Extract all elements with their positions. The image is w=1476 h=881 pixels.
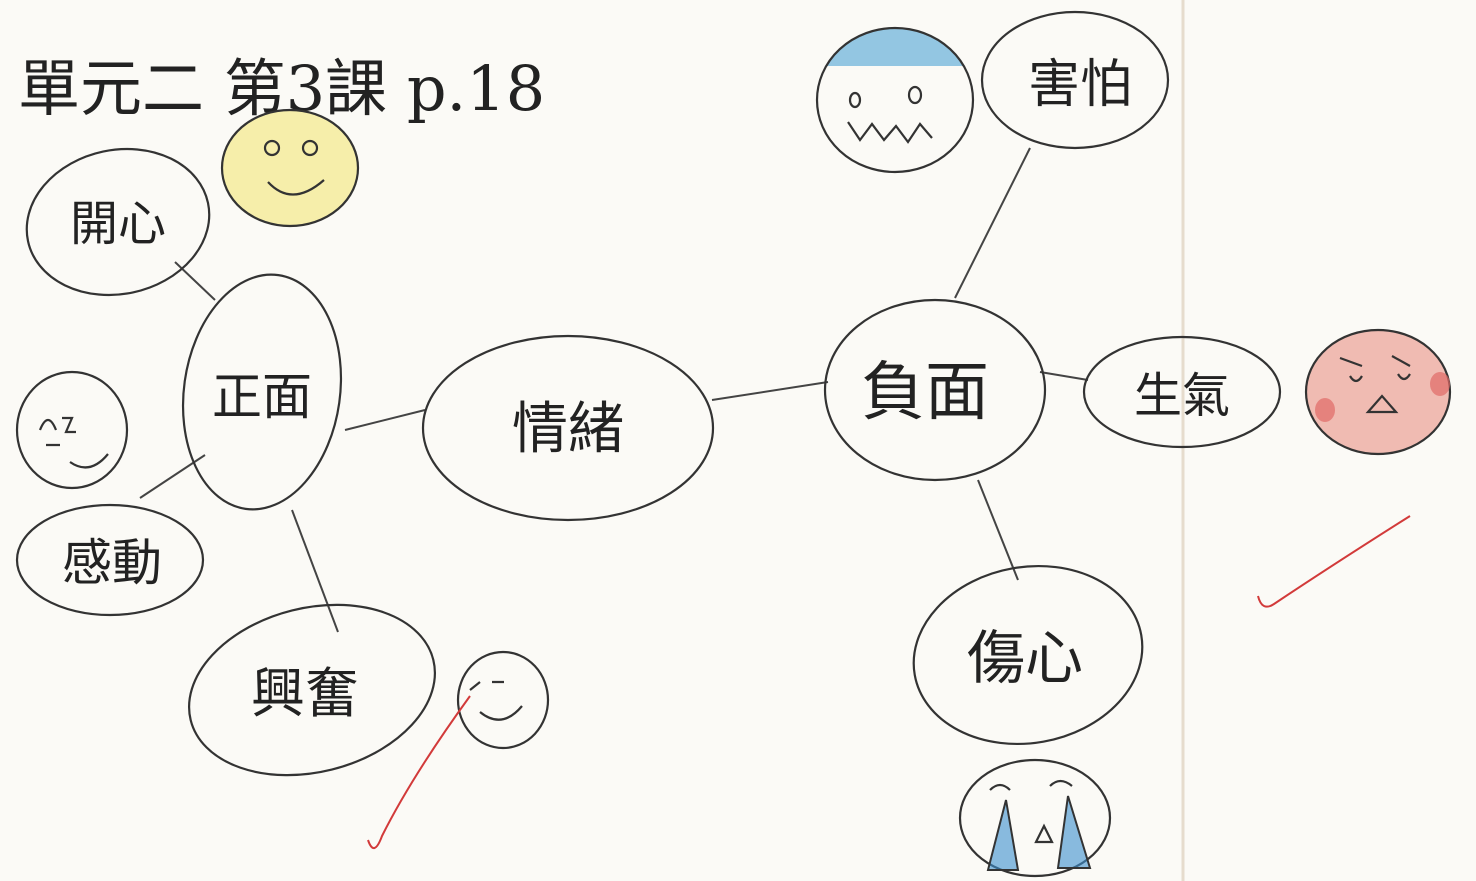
crying-face-icon	[958, 758, 1112, 878]
negative-item-angry-label: 生氣	[1134, 368, 1230, 424]
positive-item-moved-label: 感動	[62, 534, 162, 592]
scared-face-icon	[815, 26, 975, 174]
grin-face-icon	[456, 650, 550, 750]
negative-item-sad: 傷心	[912, 564, 1144, 746]
smiley-face-icon	[220, 108, 360, 228]
check-mark-icon	[1257, 515, 1411, 608]
positive-node: 正面	[181, 273, 343, 511]
negative-item-sad-label: 傷心	[967, 624, 1083, 692]
positive-item-moved: 感動	[15, 503, 205, 617]
negative-node: 負面	[823, 298, 1047, 482]
connector-lines	[139, 147, 1089, 633]
negative-label: 負面	[861, 356, 989, 430]
positive-item-excited-label: 興奮	[251, 662, 359, 725]
grin-face-icon	[15, 370, 129, 490]
negative-item-scared-label: 害怕	[1028, 55, 1132, 115]
positive-label: 正面	[212, 368, 312, 426]
positive-item-happy: 開心	[25, 147, 211, 297]
angry-face-icon	[1304, 328, 1452, 456]
positive-item-happy-label: 開心	[70, 196, 166, 252]
check-mark-icon	[367, 695, 471, 849]
negative-item-scared: 害怕	[980, 10, 1170, 150]
center-label: 情緒	[512, 397, 624, 462]
center-node: 情緒	[421, 334, 715, 522]
positive-item-excited: 興奮	[188, 603, 436, 777]
negative-item-angry: 生氣	[1082, 335, 1282, 449]
